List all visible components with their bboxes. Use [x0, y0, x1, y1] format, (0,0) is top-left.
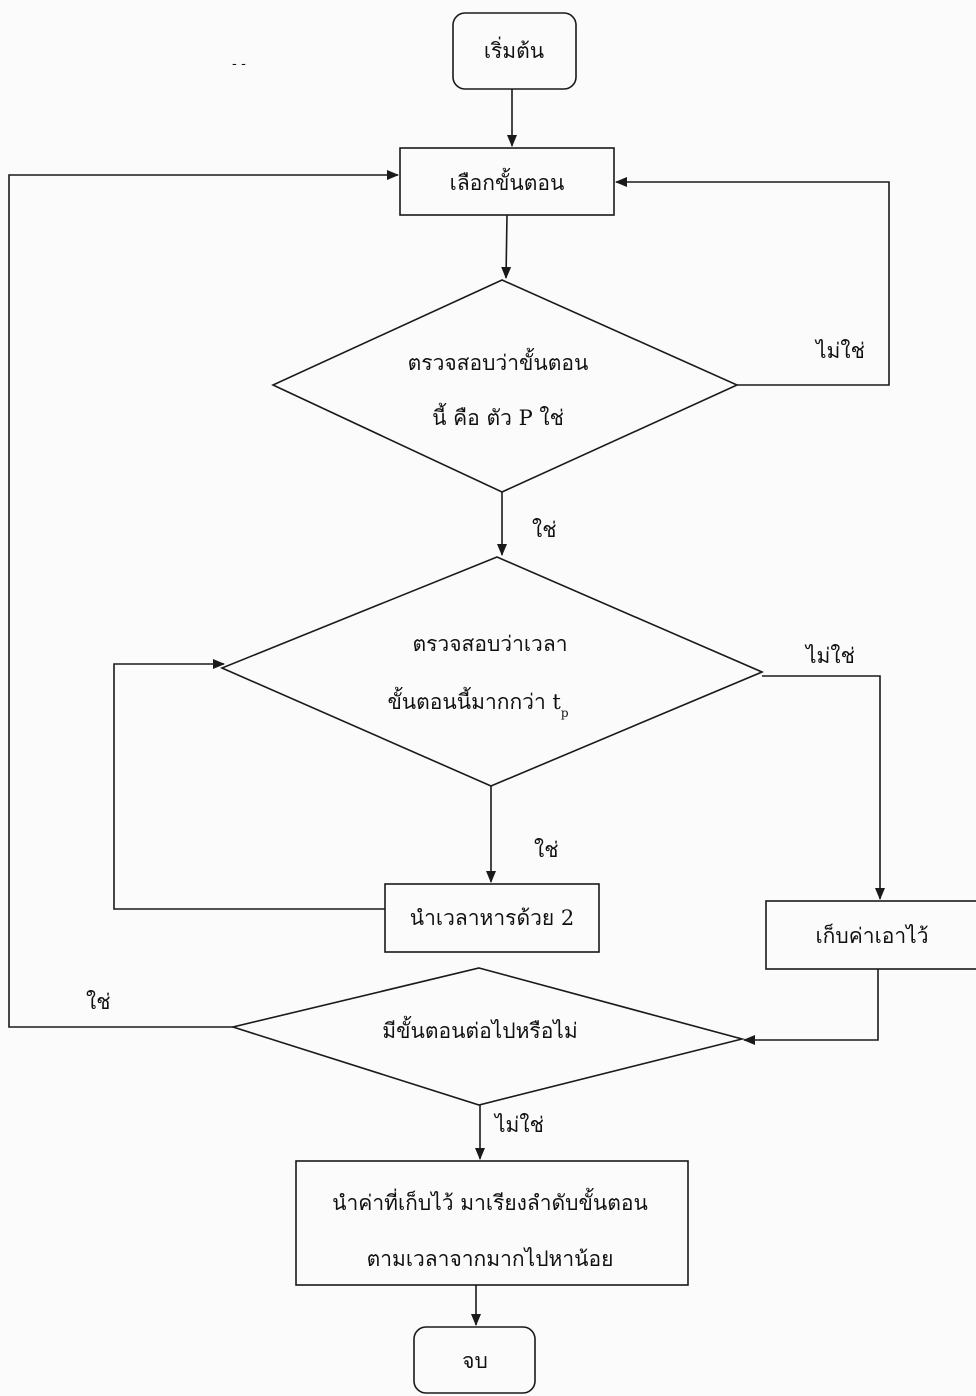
check-time-label-line2: ขั้นตอนนี้มากกว่า tp [387, 687, 568, 720]
label-check-p-no: ไม่ใช่ [814, 339, 865, 363]
more-steps-label: มีขั้นตอนต่อไปหรือไม่ [382, 1016, 577, 1043]
label-more-steps-no: ไม่ใช่ [493, 1113, 544, 1137]
sort-label-line1: นำค่าที่เก็บไว้ มาเรียงลำดับขั้นตอน [332, 1188, 648, 1215]
sort-box: นำค่าที่เก็บไว้ มาเรียงลำดับขั้นตอน ตามเ… [295, 1160, 689, 1286]
store-label: เก็บค่าเอาไว้ [816, 922, 929, 948]
select-step-label: เลือกขั้นตอน [450, 168, 565, 195]
arrow-select-to-check-p [501, 214, 512, 279]
more-steps-decision: มีขั้นตอนต่อไปหรือไม่ [230, 967, 746, 1106]
stray-mark: - - [232, 56, 246, 72]
end-node: จบ [413, 1326, 536, 1394]
store-box: เก็บค่าเอาไว้ [765, 900, 976, 970]
arrow-check-p-no-loop [615, 177, 890, 386]
divide-label: นำเวลาหารด้วย 2 [410, 906, 574, 930]
check-time-decision: ตรวจสอบว่าเวลา ขั้นตอนนี้มากกว่า tp [219, 556, 765, 787]
check-time-label-line2-text: ขั้นตอนนี้มากกว่า t [387, 687, 561, 714]
arrow-more-steps-yes-loop [8, 170, 399, 1028]
arrow-divide-loop-back [113, 659, 385, 910]
start-node: เริ่มต้น [452, 12, 577, 90]
check-time-subscript: p [561, 706, 569, 720]
start-node-label: เริ่มต้น [484, 36, 544, 63]
label-check-time-yes: ใช่ [534, 838, 559, 862]
check-p-decision: ตรวจสอบว่าขั้นตอน นี้ คือ ตัว P ใช่ [271, 279, 739, 493]
label-check-time-no: ไม่ใช่ [804, 644, 855, 668]
arrow-check-time-no [762, 675, 885, 900]
end-node-label: จบ [462, 1349, 488, 1373]
check-time-label-line1: ตรวจสอบว่าเวลา [413, 632, 568, 656]
sort-label-line2: ตามเวลาจากมากไปหาน้อย [367, 1247, 614, 1271]
label-more-steps-yes: ใช่ [86, 990, 111, 1014]
check-p-label-line1: ตรวจสอบว่าขั้นตอน [408, 348, 589, 375]
arrow-store-to-more-steps [743, 969, 879, 1045]
label-check-p-yes: ใช่ [532, 518, 557, 542]
divide-box: นำเวลาหารด้วย 2 [384, 883, 600, 953]
select-step-box: เลือกขั้นตอน [399, 147, 615, 216]
check-p-label-line2: นี้ คือ ตัว P ใช่ [432, 403, 564, 430]
